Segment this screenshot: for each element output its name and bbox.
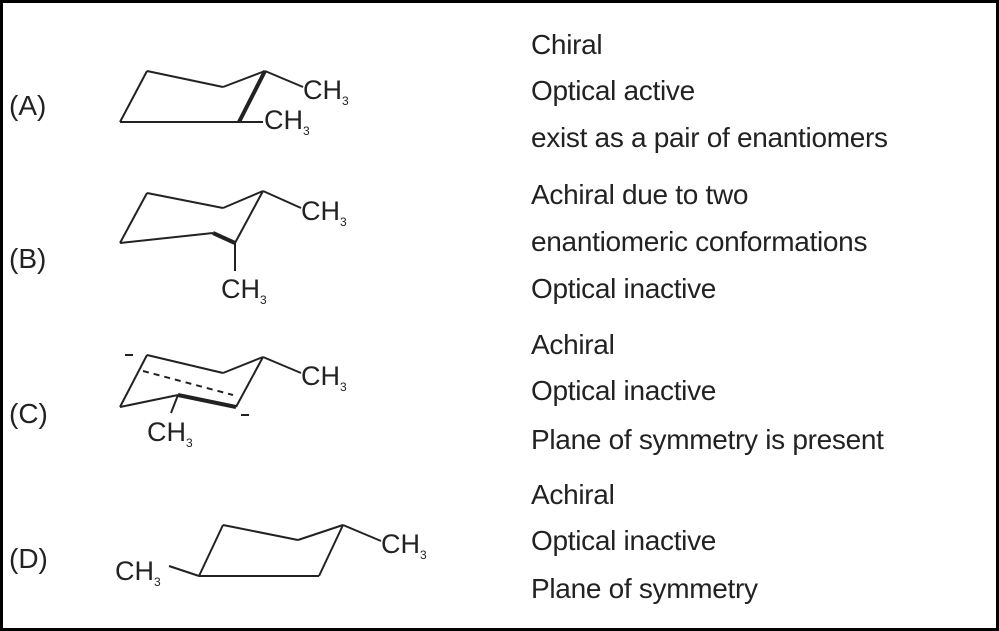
methyl-group: CH3 xyxy=(301,196,347,229)
property-text: Optical inactive xyxy=(531,375,717,406)
methyl-group: CH3 xyxy=(264,105,310,138)
symmetry-plane-dashed xyxy=(142,370,234,396)
property-text: exist as a pair of enantiomers xyxy=(531,122,888,153)
cyclohexane-chair xyxy=(119,354,302,414)
structure-a: CH3 CH3 xyxy=(119,70,349,138)
methyl-group: CH3 xyxy=(303,75,349,108)
property-text: Optical inactive xyxy=(531,525,717,556)
figure-panel: (A) CH3 CH3 Chiral Optical active exist … xyxy=(3,3,996,628)
property-text: Achiral xyxy=(531,479,615,510)
methyl-bond xyxy=(168,565,200,577)
cyclohexane-chair xyxy=(119,190,302,271)
row-label: (A) xyxy=(9,90,47,121)
property-text: Achiral due to two xyxy=(531,179,749,210)
row-label: (B) xyxy=(9,243,47,274)
property-text: Plane of symmetry xyxy=(531,573,758,604)
cyclohexane-chair xyxy=(119,70,304,123)
property-text: Achiral xyxy=(531,329,615,360)
methyl-group: CH3 xyxy=(221,274,267,307)
methyl-group: CH3 xyxy=(381,529,427,562)
methyl-group: CH3 xyxy=(147,417,193,450)
property-text: enantiomeric conformations xyxy=(531,226,868,257)
structure-d: CH3 CH3 xyxy=(115,524,427,589)
methyl-group: CH3 xyxy=(115,556,161,589)
structure-c: CH3 CH3 xyxy=(119,354,347,450)
methyl-group: CH3 xyxy=(301,361,347,394)
property-text: Optical inactive xyxy=(531,273,717,304)
cyclohexane-chair xyxy=(168,524,382,577)
row-label: (C) xyxy=(9,398,48,429)
property-text: Optical active xyxy=(531,75,695,106)
row-label: (D) xyxy=(9,543,48,574)
methyl-bond xyxy=(262,356,302,374)
methyl-bond xyxy=(342,524,382,542)
structure-b: CH3 CH3 xyxy=(119,190,347,307)
methyl-bond xyxy=(170,394,179,414)
methyl-bond xyxy=(262,190,302,209)
methyl-bond xyxy=(264,70,304,88)
property-text: Plane of symmetry is present xyxy=(531,424,884,455)
property-text: Chiral xyxy=(531,29,603,60)
